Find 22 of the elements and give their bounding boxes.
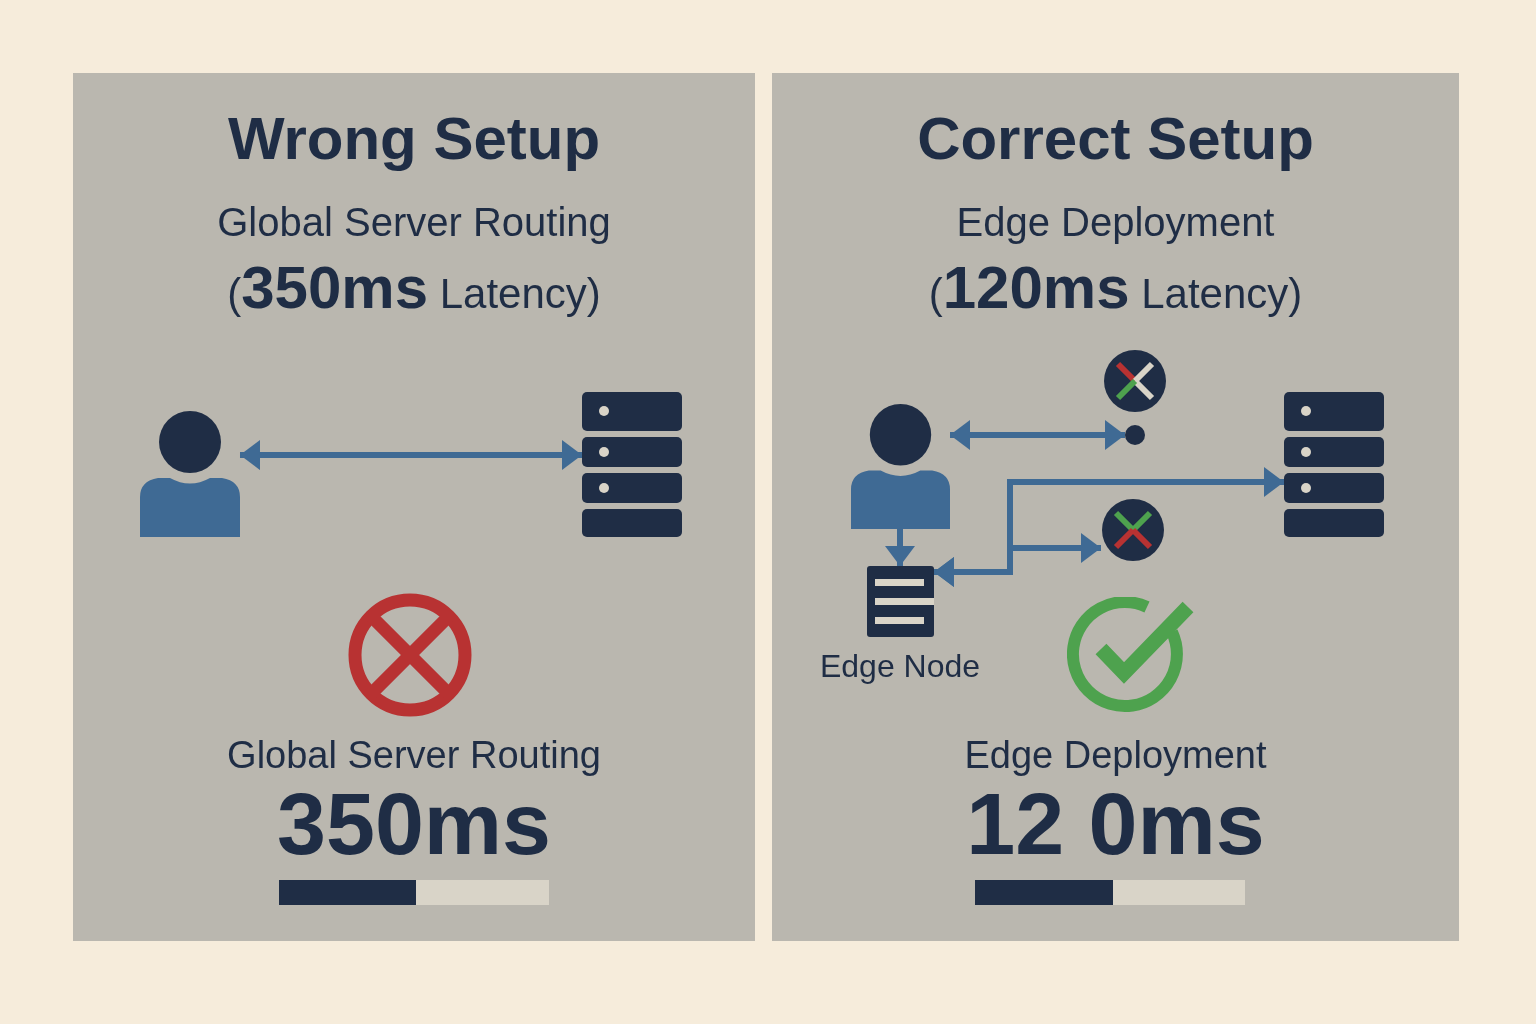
server-icon bbox=[1284, 392, 1384, 537]
latency-summary: (120ms Latency) bbox=[928, 258, 1303, 318]
latency-summary: (350ms Latency) bbox=[227, 258, 601, 318]
double-headed-arrow bbox=[240, 440, 582, 471]
result-label: Global Server Routing bbox=[227, 736, 601, 774]
list-box-icon bbox=[867, 566, 934, 637]
panel-subtitle: Global Server Routing bbox=[217, 202, 611, 242]
server-icon bbox=[582, 392, 682, 537]
node-caption: Edge Node bbox=[819, 650, 981, 682]
latency-value: 350ms bbox=[277, 780, 551, 868]
cross-badge-icon bbox=[1101, 498, 1165, 562]
panel-subtitle: Edge Deployment bbox=[956, 202, 1275, 242]
panel bbox=[772, 73, 1459, 941]
panel-title: Wrong Setup bbox=[227, 109, 601, 169]
arrow bbox=[885, 529, 915, 566]
double-headed-arrow bbox=[950, 420, 1125, 450]
panel-title: Correct Setup bbox=[917, 109, 1314, 169]
latency-value: 12 0ms bbox=[966, 780, 1265, 868]
person-icon bbox=[140, 411, 240, 537]
person-icon bbox=[851, 404, 950, 529]
panel bbox=[73, 73, 755, 941]
result-label: Edge Deployment bbox=[964, 736, 1267, 774]
